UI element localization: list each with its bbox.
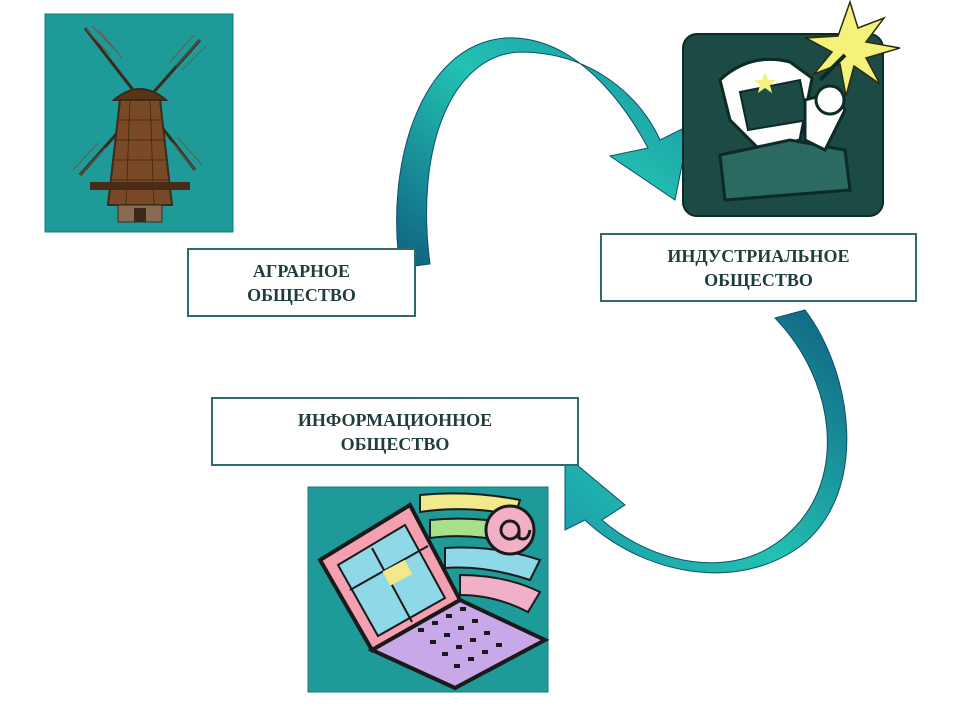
welder-icon — [682, 0, 901, 217]
laptop-email-icon — [307, 486, 550, 693]
informational-line1: ИНФОРМАЦИОННОЕ — [297, 409, 493, 430]
informational-line2: ОБЩЕСТВО — [340, 433, 450, 454]
arrow-industrial-to-informational — [564, 309, 848, 574]
industrial-society-label: ИНДУСТРИАЛЬНОЕ ОБЩЕСТВО — [600, 233, 917, 302]
agrarian-line1: АГРАРНОЕ — [252, 260, 351, 281]
arrow-agrarian-to-industrial — [396, 37, 691, 269]
informational-society-label: ИНФОРМАЦИОННОЕ ОБЩЕСТВО — [211, 397, 579, 466]
industrial-line2: ОБЩЕСТВО — [704, 269, 813, 290]
windmill-icon — [44, 13, 234, 233]
industrial-line1: ИНДУСТРИАЛЬНОЕ — [667, 245, 850, 266]
agrarian-society-label: АГРАРНОЕ ОБЩЕСТВО — [187, 248, 416, 317]
agrarian-line2: ОБЩЕСТВО — [247, 284, 356, 305]
